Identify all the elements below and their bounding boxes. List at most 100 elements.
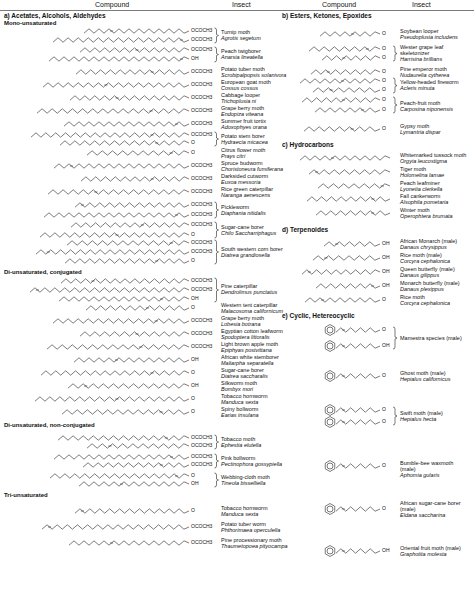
- functional-group: OCOCH3: [191, 28, 212, 34]
- latin-name: Phthorimaea operculella: [221, 527, 280, 533]
- aromatic-circle: [327, 419, 333, 425]
- group-bracket: [393, 78, 397, 93]
- aromatic-circle: [327, 407, 333, 413]
- double-bond: [342, 99, 345, 100]
- carbon-chain: [80, 48, 189, 52]
- latin-name: Diaphania nitidalis: [221, 210, 266, 216]
- latin-name: Carposina niponensis: [400, 106, 453, 112]
- double-bond: [371, 285, 374, 286]
- common-name: Potato stem borer: [221, 133, 265, 139]
- functional-group: O: [191, 150, 195, 156]
- common-name: South western corn borer: [221, 246, 283, 252]
- double-bond: [315, 171, 318, 172]
- latin-name: Diatrea saccharalis: [221, 373, 268, 379]
- latin-name: Prays citri: [221, 153, 245, 159]
- common-name: Darksided cutworm: [221, 173, 268, 179]
- common-name: Ghost moth (male): [400, 370, 446, 376]
- functional-group: OCOCH3: [191, 95, 212, 101]
- double-bond: [308, 271, 311, 272]
- latin-name: Danaus gilippus: [400, 272, 439, 278]
- latin-name: Eldana saccharina: [400, 512, 445, 518]
- carbon-chain: [30, 288, 189, 292]
- group-bracket: [215, 240, 219, 264]
- double-bond: [371, 212, 374, 213]
- functional-group: O: [382, 107, 386, 113]
- common-name: Potato tuber moth: [221, 66, 265, 72]
- carbon-chain: [309, 47, 380, 51]
- ring: [325, 371, 335, 382]
- latin-name: Dendrolimus punctatus: [221, 289, 277, 295]
- latin-name: Acleris minuta: [400, 85, 435, 91]
- functional-group: OCOCH3: [191, 331, 212, 337]
- carbon-chain: [336, 408, 380, 412]
- common-name: Grape berry moth: [221, 105, 264, 111]
- common-name: Tobacco hornworm: [221, 393, 267, 399]
- group-bracket: [215, 454, 219, 468]
- carbon-chain: [313, 88, 380, 92]
- group-bracket: [215, 132, 219, 146]
- common-name: Monarch butterfly (male): [400, 280, 460, 286]
- double-bond: [342, 550, 345, 551]
- carbon-chain: [58, 436, 189, 440]
- double-bond: [170, 152, 173, 153]
- carbon-chain: [31, 133, 189, 137]
- latin-name: Harrisina brillians: [400, 56, 442, 62]
- double-bond: [110, 542, 113, 543]
- double-bond: [170, 242, 173, 243]
- common-name: Pink bollworm: [221, 455, 255, 461]
- subsection-heading: Tri-unsaturated: [4, 492, 48, 499]
- common-name: Potato tuber worm: [221, 521, 266, 527]
- common-name: Rice moth (male): [400, 252, 442, 258]
- latin-name: Operophtera brumata: [400, 213, 453, 219]
- latin-name: Euxoa messoria: [221, 179, 260, 185]
- latin-name: Alsophila pometaria: [400, 199, 448, 205]
- common-name: Gypsy moth: [400, 123, 429, 129]
- double-bond: [170, 456, 173, 457]
- double-bond: [150, 372, 153, 373]
- aromatic-circle: [327, 506, 333, 512]
- carbon-chain: [87, 444, 189, 448]
- functional-group: OCOCH3: [191, 163, 212, 169]
- common-name: Grape berry moth: [221, 315, 264, 321]
- common-name: Light brown apple moth: [221, 341, 278, 347]
- group-bracket: [393, 97, 397, 113]
- latin-name: Orgyia leucostigma: [400, 158, 447, 164]
- aromatic-circle: [327, 327, 333, 333]
- functional-group: OCOCH3: [191, 287, 212, 293]
- latin-name: Diatrea grandiosella: [221, 252, 270, 258]
- common-name: Western tent caterpillar: [221, 302, 277, 308]
- double-bond: [115, 398, 118, 399]
- carbon-chain: [68, 384, 189, 388]
- functional-group: OCOCH3: [191, 47, 212, 53]
- functional-group: O: [382, 297, 386, 303]
- functional-group: O: [382, 87, 386, 93]
- common-name: Summer fruit tortix: [221, 118, 266, 124]
- aromatic-circle: [327, 373, 333, 379]
- functional-group: O: [191, 370, 195, 376]
- latin-name: Lyonetia clerkella: [400, 186, 442, 192]
- carbon-chain: [37, 109, 189, 113]
- carbon-chain: [80, 332, 189, 336]
- latin-name: Graphotita molesta: [400, 551, 446, 557]
- functional-group: OCOCH3: [191, 540, 212, 546]
- carbon-chain: [336, 374, 380, 378]
- double-bond: [47, 251, 50, 252]
- latin-name: Naranga aenescens: [221, 192, 270, 198]
- common-name: Oriental fruit moth (male): [400, 545, 461, 551]
- latin-name: Maliarpha separatella: [221, 360, 274, 366]
- functional-group: O: [191, 473, 195, 479]
- double-bond: [91, 280, 94, 281]
- double-bond: [104, 84, 107, 85]
- double-bond: [155, 142, 158, 143]
- carbon-chain: [47, 345, 189, 349]
- group-bracket: [215, 28, 219, 43]
- functional-group: OCOCH3: [191, 240, 212, 246]
- functional-group: OH: [382, 269, 390, 275]
- common-name: Tobacco hornworm: [221, 505, 267, 511]
- carbon-chain: [318, 184, 390, 188]
- ring: [325, 341, 335, 352]
- latin-name: Holomelina lamae: [400, 172, 444, 178]
- common-name: Webbing-cloth moth: [221, 474, 270, 480]
- latin-name: Chilo Saccharriphagus: [221, 230, 276, 236]
- double-bond: [351, 128, 354, 129]
